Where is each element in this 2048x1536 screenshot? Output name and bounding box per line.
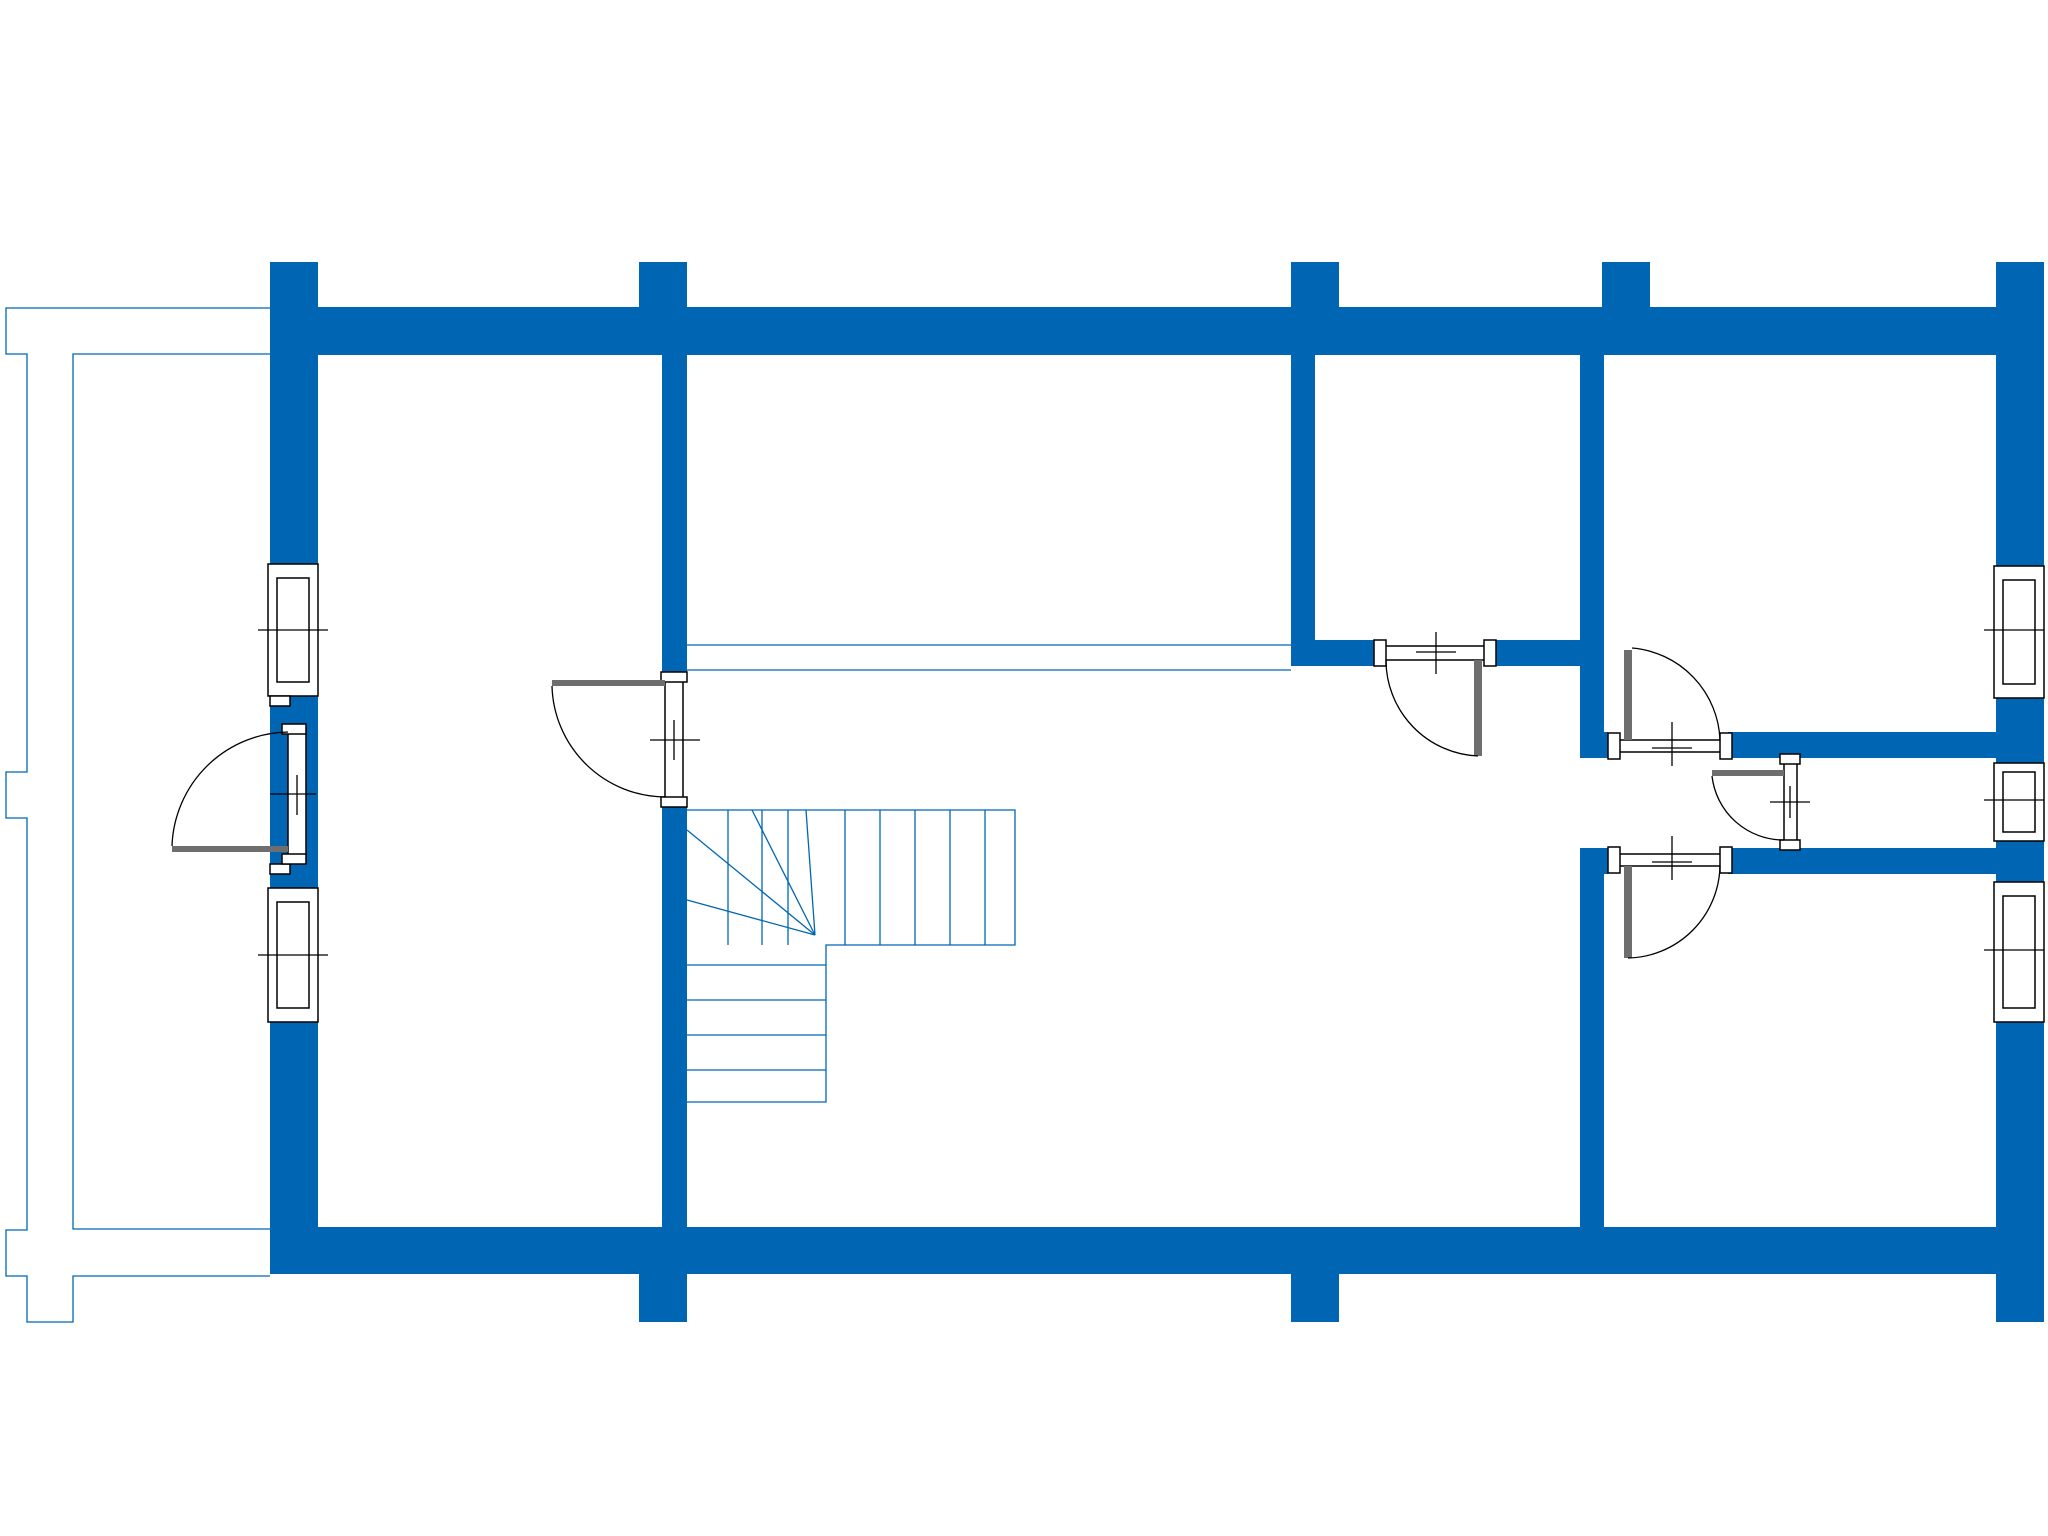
exterior-walls bbox=[270, 262, 2044, 1322]
door-balcony[interactable] bbox=[171, 723, 316, 865]
window-east-upper bbox=[1984, 565, 2045, 699]
balcony-inner-outline bbox=[72, 353, 270, 1230]
stair-winder bbox=[805, 809, 816, 936]
post-south-2 bbox=[1291, 1270, 1339, 1322]
wall-x1-upper bbox=[662, 350, 687, 672]
wall-y-bath-bottom bbox=[1728, 848, 1998, 874]
balcony-outline bbox=[5, 307, 270, 1323]
gallery-railing bbox=[687, 644, 1291, 671]
south-wall bbox=[270, 1227, 2044, 1274]
wall-posts bbox=[639, 262, 1650, 1322]
wall-y-bath-top bbox=[1728, 732, 1998, 758]
wall-closet-bottom-b bbox=[1488, 640, 1584, 666]
balcony-outer-outline bbox=[5, 307, 270, 1323]
wall-x1-lower bbox=[662, 805, 687, 1229]
door-bathroom[interactable] bbox=[1711, 753, 1810, 851]
post-south-1 bbox=[639, 1270, 687, 1322]
post-north-1 bbox=[639, 262, 687, 312]
wall-x3-lower bbox=[1580, 848, 1604, 1229]
door-room-ne[interactable] bbox=[1607, 647, 1733, 766]
stair-winder bbox=[686, 829, 816, 936]
wall-x3-return-bottom bbox=[1580, 848, 1608, 874]
stair-winder bbox=[751, 809, 816, 936]
stair-outline bbox=[687, 809, 1016, 1103]
wall-x3-upper bbox=[1580, 350, 1604, 758]
window-west-lower bbox=[258, 863, 328, 1023]
wall-closet-bottom-a bbox=[1291, 640, 1381, 666]
stair-winder bbox=[686, 899, 816, 936]
window-east-middle bbox=[1984, 762, 2045, 842]
door-closet[interactable] bbox=[1373, 632, 1497, 757]
door-room-se[interactable] bbox=[1607, 836, 1733, 959]
north-wall bbox=[270, 307, 2044, 355]
window-east-lower bbox=[1984, 881, 2045, 1023]
post-north-3 bbox=[1602, 262, 1650, 312]
post-north-2 bbox=[1291, 262, 1339, 312]
wall-x2-closet bbox=[1291, 350, 1315, 650]
interior-walls bbox=[662, 350, 1998, 1229]
staircase bbox=[686, 809, 1016, 1103]
wall-x3-return-top bbox=[1580, 732, 1608, 758]
door-staircase-hall[interactable] bbox=[551, 671, 700, 808]
window-west-upper bbox=[258, 563, 328, 707]
